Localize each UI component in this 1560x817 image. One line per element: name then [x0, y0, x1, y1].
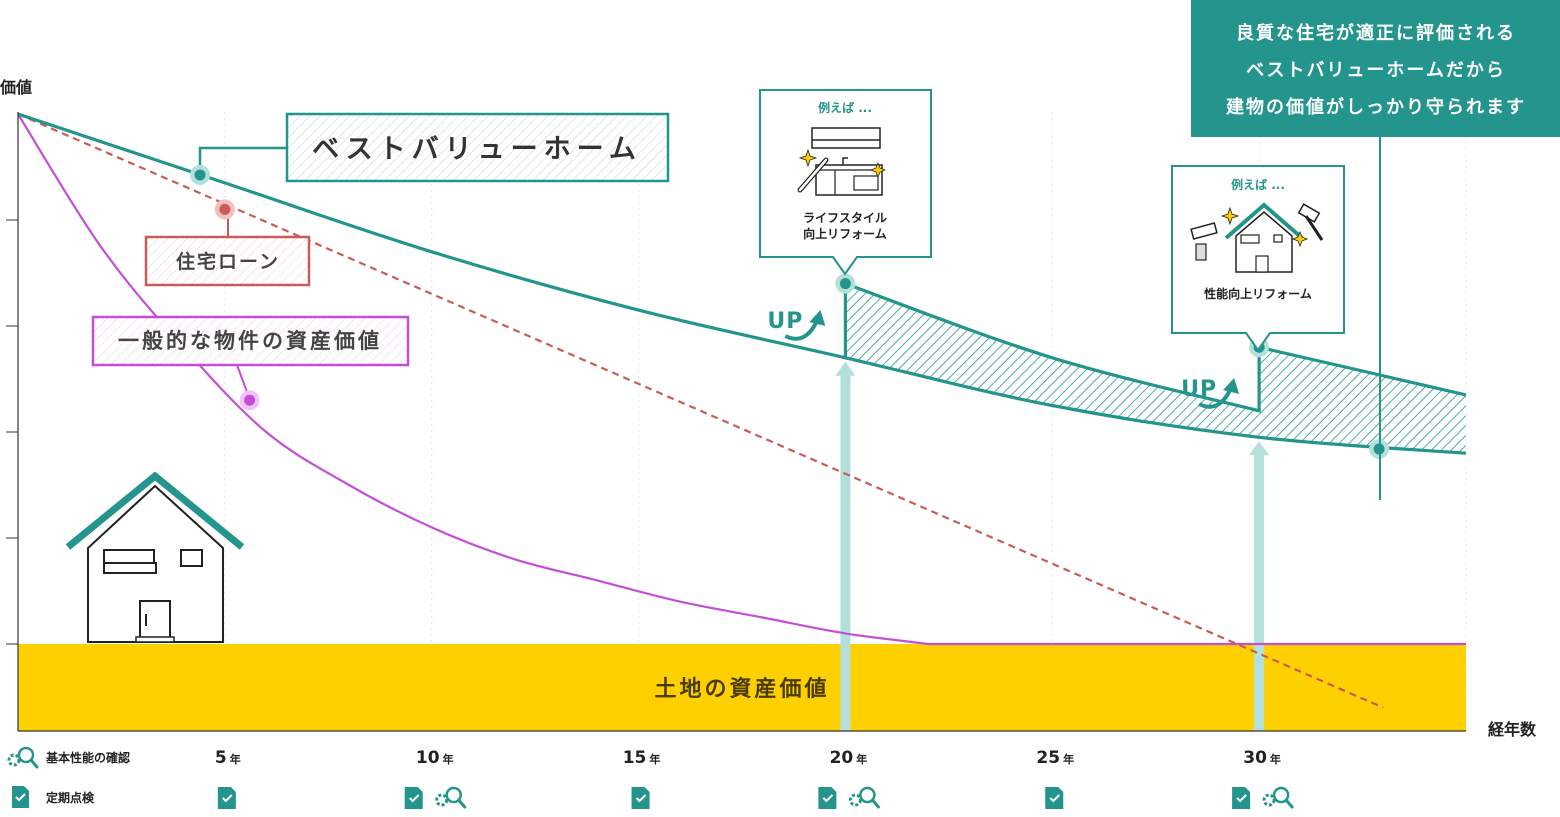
- svg-text:例えば ...: 例えば ...: [1231, 177, 1285, 192]
- svg-text:建物の価値がしっかり守られます: 建物の価値がしっかり守られます: [1226, 96, 1526, 118]
- search-gear-icon: [435, 786, 467, 809]
- up-arrow-head: [1249, 441, 1270, 456]
- legend-basic-check: 基本性能の確認: [7, 746, 130, 769]
- legend-regular-inspection: 定期点検: [12, 786, 95, 808]
- callout-lifestyle-reform: 例えば ... ライフスタイル 向上リフォーム: [759, 89, 932, 276]
- check-document-icon: [404, 787, 423, 809]
- label-box-housing-loan: 住宅ローン: [144, 208, 311, 287]
- up-annotations: UP UP: [767, 309, 1240, 409]
- marker-bvh-reform1: [839, 278, 851, 290]
- message-box: 良質な住宅が適正に評価される ベストバリューホームだから 建物の価値がしっかり守…: [1191, 0, 1560, 500]
- x-axis-label: 経年数: [1488, 720, 1537, 739]
- up-arrows: [835, 361, 1270, 731]
- up-arrow-shaft: [1254, 453, 1265, 731]
- svg-text:一般的な物件の資産価値: 一般的な物件の資産価値: [118, 329, 382, 353]
- svg-text:住宅ローン: 住宅ローン: [176, 250, 280, 273]
- up-arrow-tip: [809, 310, 826, 326]
- marker-loan: [219, 203, 231, 215]
- svg-text:良質な住宅が適正に評価される: 良質な住宅が適正に評価される: [1236, 22, 1516, 44]
- check-document-icon: [12, 786, 29, 808]
- svg-text:向上リフォーム: 向上リフォーム: [803, 226, 887, 241]
- y-axis-ticks: [6, 219, 18, 645]
- up-arrow-curve: [1198, 387, 1233, 409]
- callout-performance-reform: 例えば ... 性能向上リフォーム: [1171, 165, 1345, 352]
- search-gear-icon: [7, 746, 39, 769]
- search-gear-icon: [848, 786, 880, 809]
- up-arrow-curve: [784, 319, 820, 341]
- up-arrow-head: [835, 361, 856, 376]
- label-box-general-property: 一般的な物件の資産価値: [91, 315, 410, 401]
- search-gear-icon: [1262, 786, 1294, 809]
- y-axis-label: 価値: [0, 78, 32, 97]
- kitchen-icon: [797, 127, 887, 196]
- up-arrow-tip: [1223, 378, 1240, 394]
- series-line-housing-loan: [17, 112, 1384, 709]
- up-label: UP: [1181, 377, 1217, 402]
- svg-text:例えば ...: 例えば ...: [818, 100, 872, 115]
- check-document-icon: [217, 787, 236, 809]
- house-repair-icon: [1190, 202, 1324, 273]
- svg-text:ライフスタイル: ライフスタイル: [803, 211, 887, 225]
- reform-gain-area: [845, 283, 1466, 454]
- marker-bvh: [194, 169, 206, 181]
- up-arrow-shaft: [840, 373, 851, 731]
- check-document-icon: [1045, 787, 1064, 809]
- check-document-icon: [631, 787, 650, 809]
- marker-general: [244, 394, 256, 406]
- svg-text:性能向上リフォーム: 性能向上リフォーム: [1203, 286, 1312, 301]
- series-line-bvh-baseline: [17, 112, 1467, 455]
- label-box-best-value-home: ベストバリューホーム: [198, 112, 670, 183]
- svg-text:ベストバリューホーム: ベストバリューホーム: [312, 134, 642, 165]
- land-value-band: [18, 644, 1466, 731]
- land-value-label: 土地の資産価値: [654, 676, 829, 702]
- check-document-icon: [818, 787, 837, 809]
- svg-text:基本性能の確認: 基本性能の確認: [45, 750, 130, 765]
- svg-text:ベストバリューホームだから: ベストバリューホームだから: [1246, 60, 1506, 81]
- up-label: UP: [767, 309, 803, 334]
- house-icon: [65, 471, 245, 643]
- series-line-general-property: [17, 113, 1466, 646]
- svg-text:定期点検: 定期点検: [46, 790, 95, 805]
- check-document-icon: [1232, 787, 1251, 809]
- legend-year-icons: [217, 786, 1294, 809]
